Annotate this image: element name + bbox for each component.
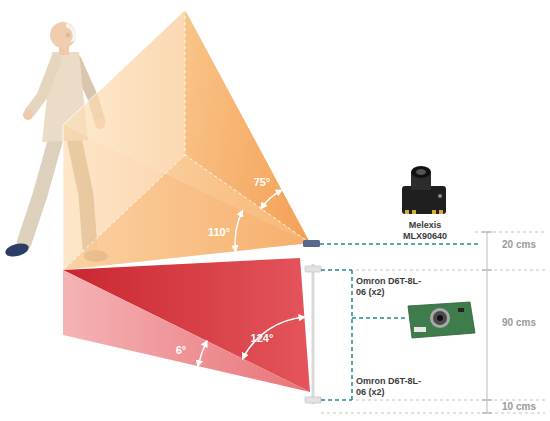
dimension-tick [482, 399, 492, 400]
sensor-label: Omron D6T-8L-06 (x2) [356, 376, 424, 398]
dimension-label: 90 cms [494, 317, 544, 329]
dimension-guide [321, 413, 545, 414]
angle-arc [235, 211, 242, 252]
sensor-lens [411, 166, 431, 178]
sensor-component [458, 308, 464, 312]
front-hand [23, 110, 33, 120]
angle-arc [198, 341, 207, 366]
melexis-sensor-picture [402, 166, 446, 214]
angle-label: 124° [243, 332, 281, 345]
sensor-pin [439, 210, 443, 214]
sensor-can [430, 308, 450, 328]
dimension-label: 10 cms [494, 401, 544, 413]
omron-field-of-view [63, 258, 310, 392]
leader-line [320, 243, 478, 245]
fov-upper-face [63, 258, 310, 392]
fov-front-face [63, 125, 310, 270]
sensor-pin [412, 210, 416, 214]
sensor-lens-glass [416, 169, 426, 175]
sensor-connector [414, 327, 426, 332]
dimension-guide [475, 232, 545, 233]
omron-mount [305, 397, 321, 403]
leader-line [351, 270, 353, 400]
sensor-can-top [433, 311, 447, 325]
angle-label: 6° [168, 344, 194, 357]
sensor-pin [432, 210, 436, 214]
dimension-label: 20 cms [494, 239, 544, 251]
angle-arcs [198, 190, 305, 366]
ear [66, 33, 71, 38]
angle-arc [261, 190, 282, 208]
head [50, 22, 76, 48]
front-leg [24, 138, 56, 243]
hidden-edge [185, 155, 310, 243]
omron-mount [305, 266, 321, 272]
sensor-window [437, 315, 443, 321]
fov-edge [63, 10, 185, 270]
leader-lines [320, 244, 478, 400]
sensor-label: Omron D6T-8L-06 (x2) [356, 276, 424, 298]
pole [312, 264, 315, 404]
sensor-pin [405, 210, 409, 214]
sensor-pole [303, 240, 321, 404]
hidden-edge [63, 155, 185, 270]
melexis-field-of-view [63, 10, 310, 270]
dimension-tick [482, 269, 492, 270]
leader-line [321, 269, 352, 271]
sensor-board [408, 302, 475, 338]
hair [66, 23, 76, 42]
dimension-tick [482, 231, 492, 232]
leader-line [321, 399, 352, 401]
sensor-label: Melexis MLX90640 [395, 220, 455, 242]
fov-lower-face [63, 270, 310, 392]
dimension-guide [356, 400, 545, 401]
dimension-guide [356, 270, 545, 271]
melexis-mount [303, 240, 320, 247]
hidden-edge [185, 10, 186, 155]
dimension-line [486, 232, 487, 413]
dimension-tick [482, 412, 492, 413]
sensor-component [438, 194, 442, 198]
angle-arc [243, 317, 305, 359]
angle-label: 110° [200, 226, 238, 239]
front-arm [30, 60, 56, 112]
angle-label: 75° [244, 176, 280, 189]
dimension-lines [321, 232, 545, 413]
leader-line [352, 317, 408, 319]
omron-sensor-picture [408, 302, 475, 338]
sensor-board [402, 186, 446, 214]
front-shoe [4, 241, 30, 259]
